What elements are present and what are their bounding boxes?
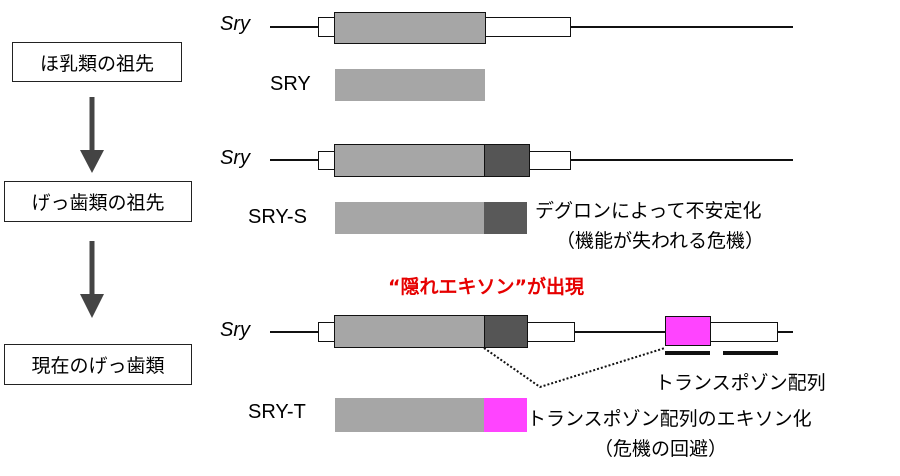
protein-label-sry: SRY bbox=[270, 73, 311, 95]
transposon-utr bbox=[710, 322, 778, 342]
protein-label-sry-s: SRY-S bbox=[248, 206, 307, 228]
coding-exon bbox=[334, 144, 485, 177]
utr-3 bbox=[527, 322, 575, 342]
utr-3 bbox=[529, 151, 571, 170]
transposon-label: トランスポゾン配列 bbox=[655, 372, 826, 394]
exonization-annotation-sub: （危機の回避） bbox=[594, 438, 728, 460]
gene-label: Sry bbox=[220, 13, 250, 35]
gene-label: Sry bbox=[220, 319, 250, 341]
protein-transposon-exon bbox=[484, 398, 527, 432]
arrow-down-icon bbox=[80, 97, 104, 173]
coding-exon bbox=[334, 12, 486, 44]
protein-sry-t bbox=[335, 398, 485, 432]
utr-5 bbox=[318, 151, 335, 170]
degron-exon bbox=[484, 315, 528, 348]
protein-sry bbox=[335, 69, 485, 101]
splice-dotted-line bbox=[483, 347, 666, 389]
gene-label: Sry bbox=[220, 147, 250, 169]
utr-5 bbox=[318, 17, 335, 37]
degron-exon bbox=[484, 144, 530, 177]
stage-modern-rodent: 現在のげっ歯類 bbox=[4, 344, 192, 385]
degron-annotation-sub: （機能が失われる危機） bbox=[556, 230, 765, 252]
protein-degron bbox=[484, 202, 527, 234]
transposon-bar bbox=[723, 351, 778, 355]
exonization-annotation: トランスポゾン配列のエキソン化 bbox=[527, 408, 812, 430]
protein-sry-s bbox=[335, 202, 485, 234]
utr-5 bbox=[318, 322, 335, 342]
degron-annotation: デグロンによって不安定化 bbox=[535, 200, 762, 222]
protein-label-sry-t: SRY-T bbox=[248, 401, 306, 423]
hidden-exon-heading: “隠れエキソン”が出現 bbox=[388, 276, 584, 298]
coding-exon bbox=[334, 315, 485, 348]
arrow-down-icon bbox=[80, 241, 104, 318]
transposon-exon bbox=[665, 316, 711, 346]
stage-rodent-ancestor: げっ歯類の祖先 bbox=[4, 181, 192, 222]
stage-mammal-ancestor: ほ乳類の祖先 bbox=[12, 42, 182, 82]
transposon-bar bbox=[665, 351, 710, 355]
utr-3 bbox=[485, 17, 571, 37]
